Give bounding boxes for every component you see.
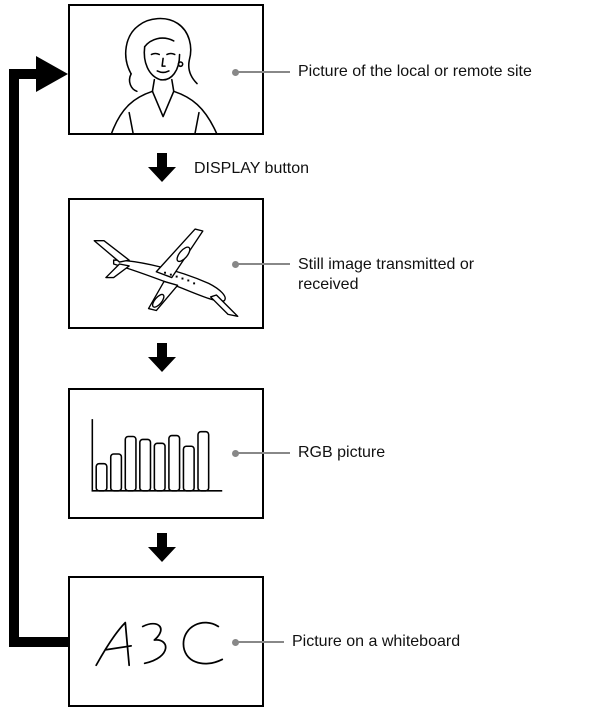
frame-rgb-picture [68, 388, 264, 519]
down-arrow-icon [148, 153, 176, 182]
leader-dot [232, 69, 239, 76]
leader-line [238, 452, 290, 454]
leader-dot [232, 639, 239, 646]
down-arrow-icon [148, 343, 176, 372]
woman-portrait-icon [110, 17, 218, 133]
handwritten-abc-icon [95, 621, 224, 667]
leader-line [238, 263, 290, 265]
step-label-still-image: Still image transmitted or received [298, 256, 475, 293]
leader-line [238, 71, 290, 73]
frame-whiteboard [68, 576, 264, 707]
bar-chart-icon [91, 419, 223, 492]
step-label-rgb: RGB picture [298, 444, 386, 461]
leader-line [238, 641, 284, 643]
step-label-whiteboard: Picture on a whiteboard [292, 633, 461, 650]
down-arrow-icon [148, 533, 176, 562]
airplane-icon [93, 228, 239, 318]
leader-dot [232, 450, 239, 457]
leader-dot [232, 261, 239, 268]
frame-local-remote-site [68, 4, 264, 135]
step-label-local-remote: Picture of the local or remote site [298, 63, 532, 80]
frame-still-image [68, 198, 264, 329]
display-button-label: DISPLAY button [194, 160, 310, 177]
